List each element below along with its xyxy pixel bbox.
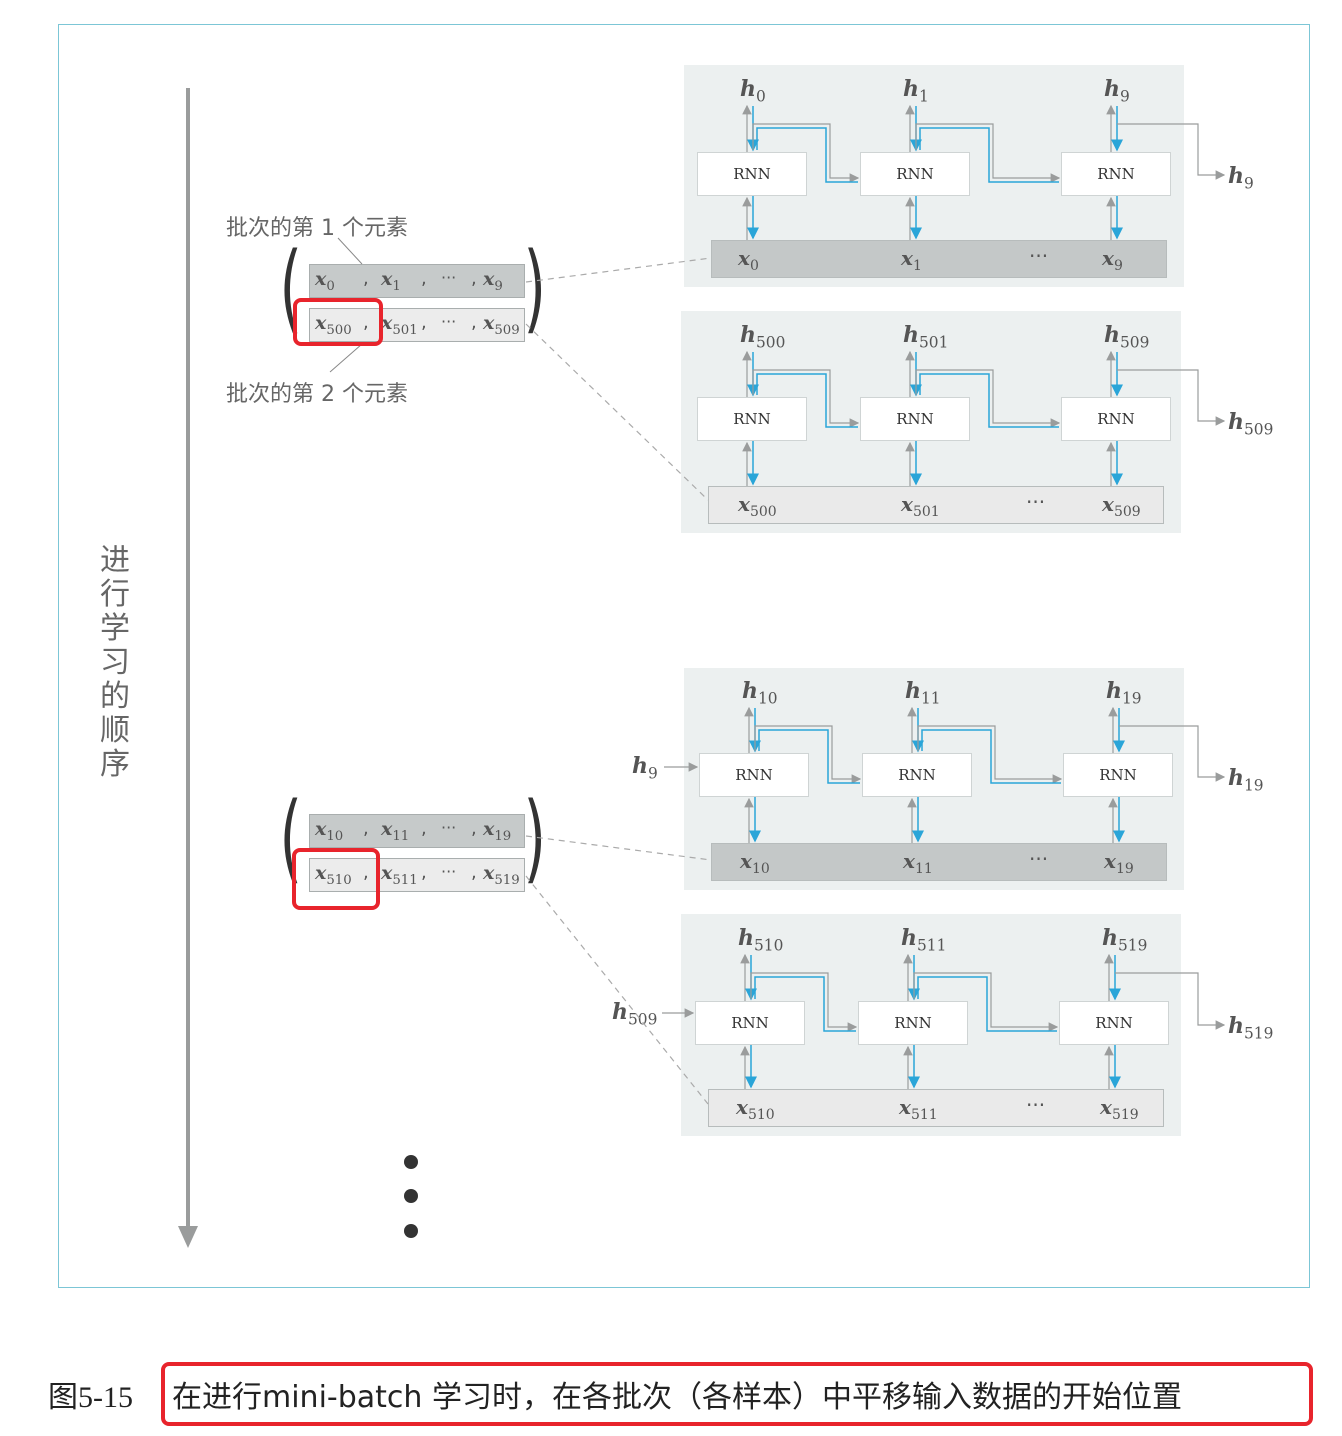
- input-bar: [708, 1089, 1164, 1127]
- comma: ,: [421, 818, 427, 839]
- comma: ,: [471, 818, 477, 839]
- input-label: x10: [740, 849, 770, 877]
- input-label: x0: [738, 246, 759, 274]
- input-label: x500: [738, 492, 777, 520]
- hidden-state-label: h19: [1106, 678, 1142, 708]
- figure-frame: [58, 24, 1310, 1288]
- batch-ellipsis: ···: [441, 312, 457, 331]
- input-ellipsis: ···: [1029, 244, 1049, 268]
- continuation-dot: [404, 1224, 418, 1238]
- incoming-hidden-state-label: h509: [612, 999, 658, 1029]
- hidden-state-label: h9: [1104, 76, 1130, 106]
- continuation-dot: [404, 1155, 418, 1169]
- figure-number: 图5-15: [48, 1381, 133, 1414]
- rnn-cell: RNN: [697, 397, 807, 441]
- hidden-state-label: h519: [1102, 925, 1148, 955]
- batch-element: x509: [483, 312, 520, 338]
- rnn-cell: RNN: [1063, 753, 1173, 797]
- comma: ,: [471, 312, 477, 333]
- batch-element: x519: [483, 862, 520, 888]
- hidden-state-label: h511: [901, 925, 947, 955]
- highlight-box-x500: [293, 298, 383, 346]
- batch-second-element-label: 批次的第 2 个元素: [226, 382, 408, 407]
- continuation-dot: [404, 1189, 418, 1203]
- rnn-cell: RNN: [860, 397, 970, 441]
- input-label: x11: [903, 849, 933, 877]
- right-parenthesis: ): [523, 232, 546, 344]
- rnn-cell: RNN: [697, 152, 807, 196]
- batch-element: x9: [483, 268, 503, 294]
- batch-ellipsis: ···: [441, 818, 457, 837]
- hidden-state-label: h0: [740, 76, 766, 106]
- right-parenthesis: ): [523, 782, 546, 894]
- comma: ,: [363, 818, 369, 839]
- comma: ,: [471, 268, 477, 289]
- input-bar: [711, 240, 1167, 278]
- hidden-state-label: h510: [738, 925, 784, 955]
- batch-element: x510: [315, 862, 352, 888]
- highlight-box-x510: [292, 848, 380, 910]
- batch-ellipsis: ···: [441, 862, 457, 881]
- incoming-hidden-state-label: h9: [632, 753, 658, 783]
- rnn-cell: RNN: [862, 753, 972, 797]
- input-label: x519: [1100, 1095, 1139, 1123]
- rnn-cell: RNN: [1059, 1001, 1169, 1045]
- batch-ellipsis: ···: [441, 268, 457, 287]
- hidden-state-label: h500: [740, 322, 786, 352]
- batch-row: [309, 308, 525, 342]
- comma: ,: [421, 312, 427, 333]
- batch-element: x0: [315, 268, 335, 294]
- hidden-state-label: h11: [905, 678, 941, 708]
- rnn-cell: RNN: [1061, 152, 1171, 196]
- caption-highlight-box: [161, 1362, 1313, 1426]
- comma: ,: [421, 268, 427, 289]
- rnn-cell: RNN: [860, 152, 970, 196]
- rnn-cell: RNN: [699, 753, 809, 797]
- input-label: x19: [1104, 849, 1134, 877]
- batch-element: x501: [381, 312, 418, 338]
- figure-caption: 在进行mini-batch 学习时，在各批次（各样本）中平移输入数据的开始位置: [172, 1380, 1182, 1415]
- input-label: x501: [901, 492, 940, 520]
- comma: ,: [363, 862, 369, 883]
- batch-element: x10: [315, 818, 344, 844]
- hidden-state-label: h501: [903, 322, 949, 352]
- rnn-cell: RNN: [695, 1001, 805, 1045]
- input-label: x1: [901, 246, 922, 274]
- output-hidden-state-label: h519: [1228, 1013, 1274, 1043]
- comma: ,: [421, 862, 427, 883]
- comma: ,: [471, 862, 477, 883]
- batch-element: x19: [483, 818, 512, 844]
- input-label: x510: [736, 1095, 775, 1123]
- input-bar: [711, 843, 1167, 881]
- batch-element: x511: [381, 862, 418, 888]
- batch-element: x1: [381, 268, 401, 294]
- comma: ,: [363, 268, 369, 289]
- input-label: x511: [899, 1095, 938, 1123]
- left-parenthesis: (: [279, 782, 302, 894]
- batch-row: [309, 814, 525, 848]
- hidden-state-label: h1: [903, 76, 929, 106]
- input-label: x9: [1102, 246, 1123, 274]
- rnn-cell: RNN: [858, 1001, 968, 1045]
- batch-row: [309, 264, 525, 298]
- batch-first-element-label: 批次的第 1 个元素: [226, 216, 408, 241]
- batch-row: [309, 858, 525, 892]
- batch-element: x11: [381, 818, 410, 844]
- input-ellipsis: ···: [1026, 1093, 1046, 1117]
- input-bar: [708, 486, 1164, 524]
- output-hidden-state-label: h19: [1228, 765, 1264, 795]
- input-ellipsis: ···: [1026, 490, 1046, 514]
- batch-element: x500: [315, 312, 352, 338]
- hidden-state-label: h10: [742, 678, 778, 708]
- output-hidden-state-label: h9: [1228, 163, 1254, 193]
- rnn-cell: RNN: [1061, 397, 1171, 441]
- comma: ,: [363, 312, 369, 333]
- input-label: x509: [1102, 492, 1141, 520]
- output-hidden-state-label: h509: [1228, 409, 1274, 439]
- learning-order-label: 进行学习的顺序: [100, 543, 130, 782]
- hidden-state-label: h509: [1104, 322, 1150, 352]
- input-ellipsis: ···: [1029, 847, 1049, 871]
